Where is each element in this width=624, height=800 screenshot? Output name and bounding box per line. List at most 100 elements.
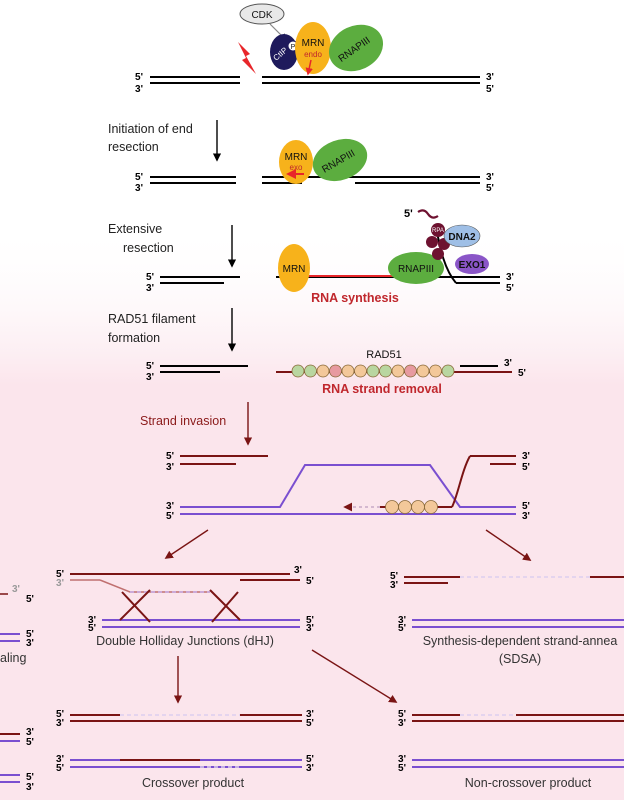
end-label: 3' [26,638,34,649]
end-label: 5' [166,451,174,462]
rad51-monomer [416,364,430,378]
mrn-protein [278,244,310,292]
rnap-protein [328,24,384,72]
rad51-monomer [385,500,399,514]
holliday-junction [209,589,241,623]
end-label: 5' [506,283,514,294]
mrn-label: MRN [285,152,308,163]
end-label: 3' [56,754,64,765]
rad51-monomer [316,364,330,378]
ssdna-coil [417,209,439,219]
arrow-to-dhj [164,529,209,559]
end-label: 3' [390,580,398,591]
endo-label: endo [304,50,322,59]
end-label: 5' [518,368,526,379]
exo-label: exo [290,163,303,172]
end-label: 5' [306,754,314,765]
rad51-monomer [424,500,438,514]
step-invasion: Strand invasion [140,414,226,428]
end-label: 5' [135,72,143,83]
end-label: 3' [146,283,154,294]
rad51-monomer [329,364,342,378]
end-label: 5' [398,709,406,720]
end-label: 5' [166,511,174,522]
step-rad51-line1: RAD51 filament [108,312,196,326]
rad51-monomer [366,364,380,378]
rad51-filament [291,364,455,378]
stage-rad51-filament: 5' 3' 3' 5' RAD51 [146,349,526,383]
end-label: 3' [88,615,96,626]
rad51-monomer [304,364,317,378]
end-label: 5' [522,501,530,512]
step-extensive-line2: resection [123,241,174,255]
rad51-monomer [404,364,417,378]
rpa-protein [426,236,438,248]
endo-arrow [305,59,313,76]
dna2-protein [443,224,481,248]
rad51-label: RAD51 [366,349,401,361]
invading-strand [451,455,471,508]
noncrossover-caption: Non-crossover product [465,776,592,790]
arrow-to-noncrossover [311,649,398,703]
end-label: 3' [56,718,64,729]
holliday-junction [119,589,151,623]
end-label: 5' [56,569,64,580]
rad51-monomer [398,500,412,514]
end-label: 3' [398,615,406,626]
step-initiation-line1: Initiation of end [108,122,193,136]
arrow-to-sdsa [485,529,532,561]
mrn-label: MRN [283,264,306,275]
exo1-label: EXO1 [459,260,486,271]
end-label: 3' [135,84,143,95]
end-label: 3' [135,183,143,194]
end-label: 5' [398,763,406,774]
end-label: 3' [522,451,530,462]
end-label: 3' [294,565,302,576]
end-label: 3' [306,623,314,634]
end-label: 5' [306,615,314,626]
rna-removal-label: RNA strand removal [322,382,442,396]
rnap-protein [312,138,368,182]
background-fade [0,225,624,385]
end-label: 3' [26,727,34,738]
left-cutoff-pathway: 3' 5' 5' 3' aling 3' 5' 5' 3' [0,584,34,793]
rad51-monomer [291,364,305,378]
end-label: 3' [398,718,406,729]
step-rad51-line2: formation [108,331,160,345]
rad51-monomer [429,364,442,378]
noncrossover-product: 5' 3' 3' 5' [398,709,624,774]
rad51-monomer [379,364,392,378]
crossover-caption: Crossover product [142,776,245,790]
end-label: 3' [486,72,494,83]
stage-sdsa: 5' 3' 3' 5' [390,571,624,634]
end-label: 5' [306,576,314,587]
end-label: 5' [486,84,494,95]
end-label: 3' [504,358,512,369]
rad51-monomer [354,364,367,378]
mrn-label: MRN [302,38,325,49]
rpa-protein [431,223,445,237]
end-label: 3' [12,584,20,595]
sdsa-caption-line1: Synthesis-dependent strand-annea [423,634,618,648]
phospho-label: P [291,44,296,51]
dhj-caption: Double Holliday Junctions (dHJ) [96,634,274,648]
end-label: 3' [398,754,406,765]
end-label: 5' [404,208,413,220]
end-label: 3' [306,763,314,774]
end-label: 5' [135,172,143,183]
end-label: 5' [56,763,64,774]
step-initiation-line2: resection [108,140,159,154]
step-extensive-line1: Extensive [108,222,162,236]
exo1-protein [455,254,489,274]
dna2-label: DNA2 [448,232,476,243]
end-label: 5' [398,623,406,634]
end-label: 5' [26,772,34,783]
end-label: 3' [166,462,174,473]
rnap-label: RNAPIII [398,264,434,275]
end-label: 5' [26,594,34,605]
stage-strand-invasion: 5' 3' 3' 5' 3' 5' 5' 3' [166,451,530,522]
rad51-monomer [441,364,455,378]
dsb-bolt-icon [238,42,256,74]
stage-extensive-resection: 5' 3' 3' 5' 5' MRN RNAPIII RPA DNA2 EXO1 [146,208,514,294]
rpa-protein [432,248,444,260]
